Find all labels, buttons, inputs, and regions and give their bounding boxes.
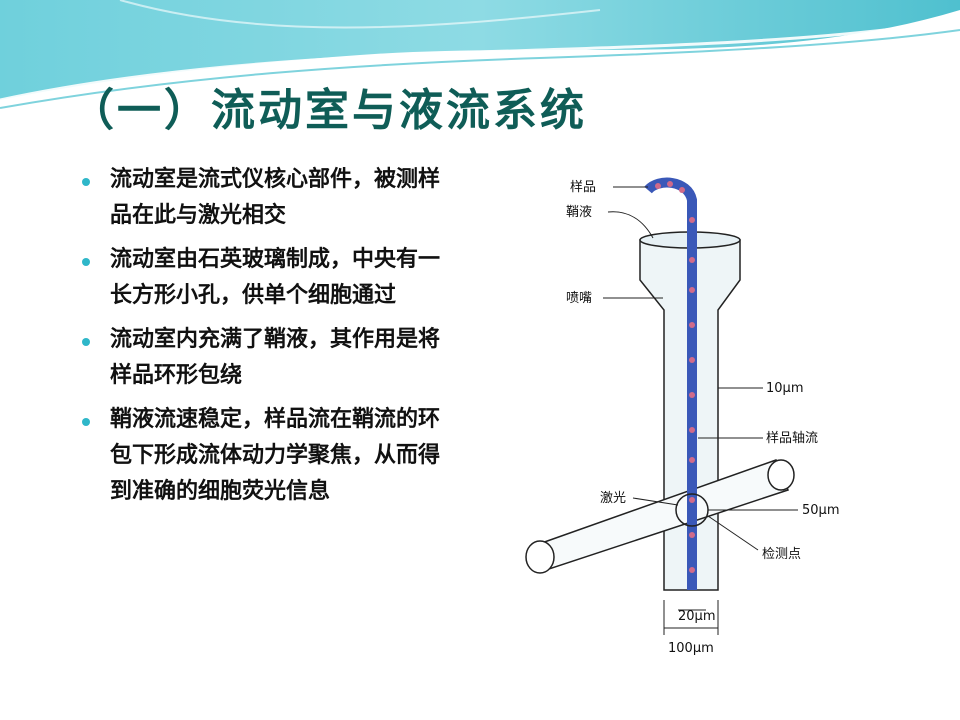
bullet-dot-icon (82, 418, 90, 426)
label-nozzle: 喷嘴 (566, 291, 592, 306)
sample-stream (644, 177, 697, 590)
label-100um: 100μm (668, 641, 714, 656)
header-wave-decoration (0, 0, 960, 109)
bullet-item: 流动室内充满了鞘液，其作用是将样品环形包绕 (80, 322, 450, 394)
bullet-item: 鞘液流速稳定，样品流在鞘流的环包下形成流体动力学聚焦，从而得到准确的细胞荧光信息 (80, 402, 450, 510)
bullet-text: 流动室是流式仪核心部件，被测样品在此与激光相交 (110, 167, 441, 228)
cells (655, 181, 695, 573)
label-sample-axis: 样品轴流 (766, 431, 818, 446)
label-sheath: 鞘液 (566, 205, 592, 220)
label-detect-point: 检测点 (762, 547, 801, 562)
label-sample: 样品 (570, 180, 596, 195)
label-10um: 10μm (766, 381, 803, 396)
flow-chamber-diagram: 样品 鞘液 喷嘴 10μm 样品轴流 激光 50μm 检测点 20μm 100μ… (525, 177, 839, 656)
bullet-dot-icon (82, 258, 90, 266)
leader-lines (603, 186, 798, 635)
bullet-text: 流动室内充满了鞘液，其作用是将样品环形包绕 (110, 327, 441, 388)
bullet-dot-icon (82, 338, 90, 346)
label-20um: 20μm (678, 609, 715, 624)
bullet-item: 流动室由石英玻璃制成，中央有一长方形小孔，供单个细胞通过 (80, 242, 450, 314)
bullet-text: 流动室由石英玻璃制成，中央有一长方形小孔，供单个细胞通过 (110, 247, 441, 308)
bullet-list: 流动室是流式仪核心部件，被测样品在此与激光相交 流动室由石英玻璃制成，中央有一长… (80, 162, 450, 518)
label-50um: 50μm (802, 503, 839, 518)
bullet-dot-icon (82, 178, 90, 186)
slide-title: （一）流动室与液流系统 (70, 85, 587, 136)
laser-beam (525, 459, 795, 574)
label-laser: 激光 (600, 491, 626, 506)
bullet-item: 流动室是流式仪核心部件，被测样品在此与激光相交 (80, 162, 450, 234)
bullet-text: 鞘液流速稳定，样品流在鞘流的环包下形成流体动力学聚焦，从而得到准确的细胞荧光信息 (110, 407, 441, 504)
